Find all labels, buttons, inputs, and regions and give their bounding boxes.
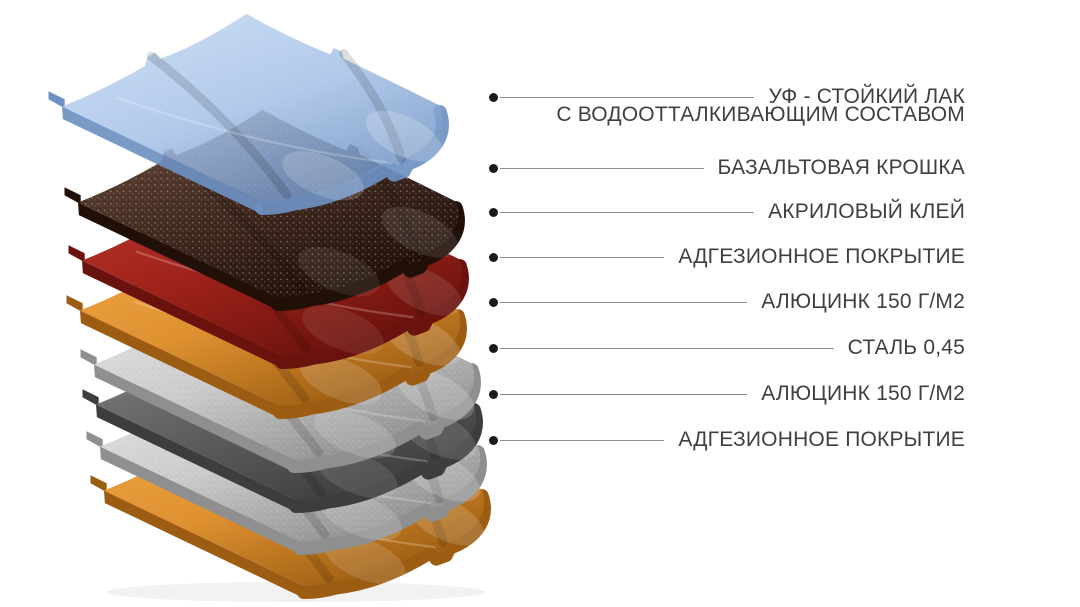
callout-dot	[489, 389, 498, 399]
callout-label: АДГЕЗИОННОЕ ПОКРЫТИЕ	[678, 428, 965, 451]
callout-leader-line	[500, 167, 704, 169]
callout-adhesion-coating-top: АДГЕЗИОННОЕ ПОКРЫТИЕ	[489, 245, 965, 269]
callout-label: АЛЮЦИНК 150 Г/М2	[761, 382, 965, 405]
callout-dot	[489, 297, 498, 307]
callout-leader-line	[500, 211, 755, 213]
callout-label: УФ - СТОЙКИЙ ЛАК	[768, 85, 965, 108]
tile-stack-illustration	[48, 13, 492, 602]
callout-dot	[489, 252, 498, 262]
callout-leader-line	[500, 439, 665, 441]
callout-dot	[489, 163, 498, 173]
callout-adhesion-coating-bottom: АДГЕЗИОННОЕ ПОКРЫТИЕ	[489, 428, 965, 452]
callout-leader-line	[500, 96, 755, 98]
callout-leader-line	[500, 256, 665, 258]
callout-acrylic-glue: АКРИЛОВЫЙ КЛЕЙ	[489, 200, 965, 224]
callout-label: АДГЕЗИОННОЕ ПОКРЫТИЕ	[678, 245, 965, 268]
callout-steel-core: СТАЛЬ 0,45	[489, 336, 965, 360]
callout-label: БАЗАЛЬТОВАЯ КРОШКА	[717, 156, 965, 179]
callout-dot	[489, 92, 498, 102]
callout-dot	[489, 343, 498, 353]
callout-aluzinc-bottom: АЛЮЦИНК 150 Г/М2	[489, 382, 965, 406]
callout-leader-line	[500, 393, 748, 395]
callout-basalt-granules: БАЗАЛЬТОВАЯ КРОШКА	[489, 156, 965, 180]
callout-label: АЛЮЦИНК 150 Г/М2	[761, 290, 965, 313]
callout-aluzinc-top: АЛЮЦИНК 150 Г/М2	[489, 290, 965, 314]
callout-label: АКРИЛОВЫЙ КЛЕЙ	[768, 200, 965, 223]
callout-label-line2: С ВОДООТТАЛКИВАЮЩИМ СОСТАВОМ	[556, 103, 965, 126]
callout-uv-lacquer: УФ - СТОЙКИЙ ЛАК С ВОДООТТАЛКИВАЮЩИМ СОС…	[489, 85, 965, 126]
callout-dot	[489, 435, 498, 445]
callout-leader-line	[500, 301, 748, 303]
callout-label: СТАЛЬ 0,45	[847, 336, 965, 359]
callout-dot	[489, 207, 498, 217]
callout-leader-line	[500, 347, 834, 349]
